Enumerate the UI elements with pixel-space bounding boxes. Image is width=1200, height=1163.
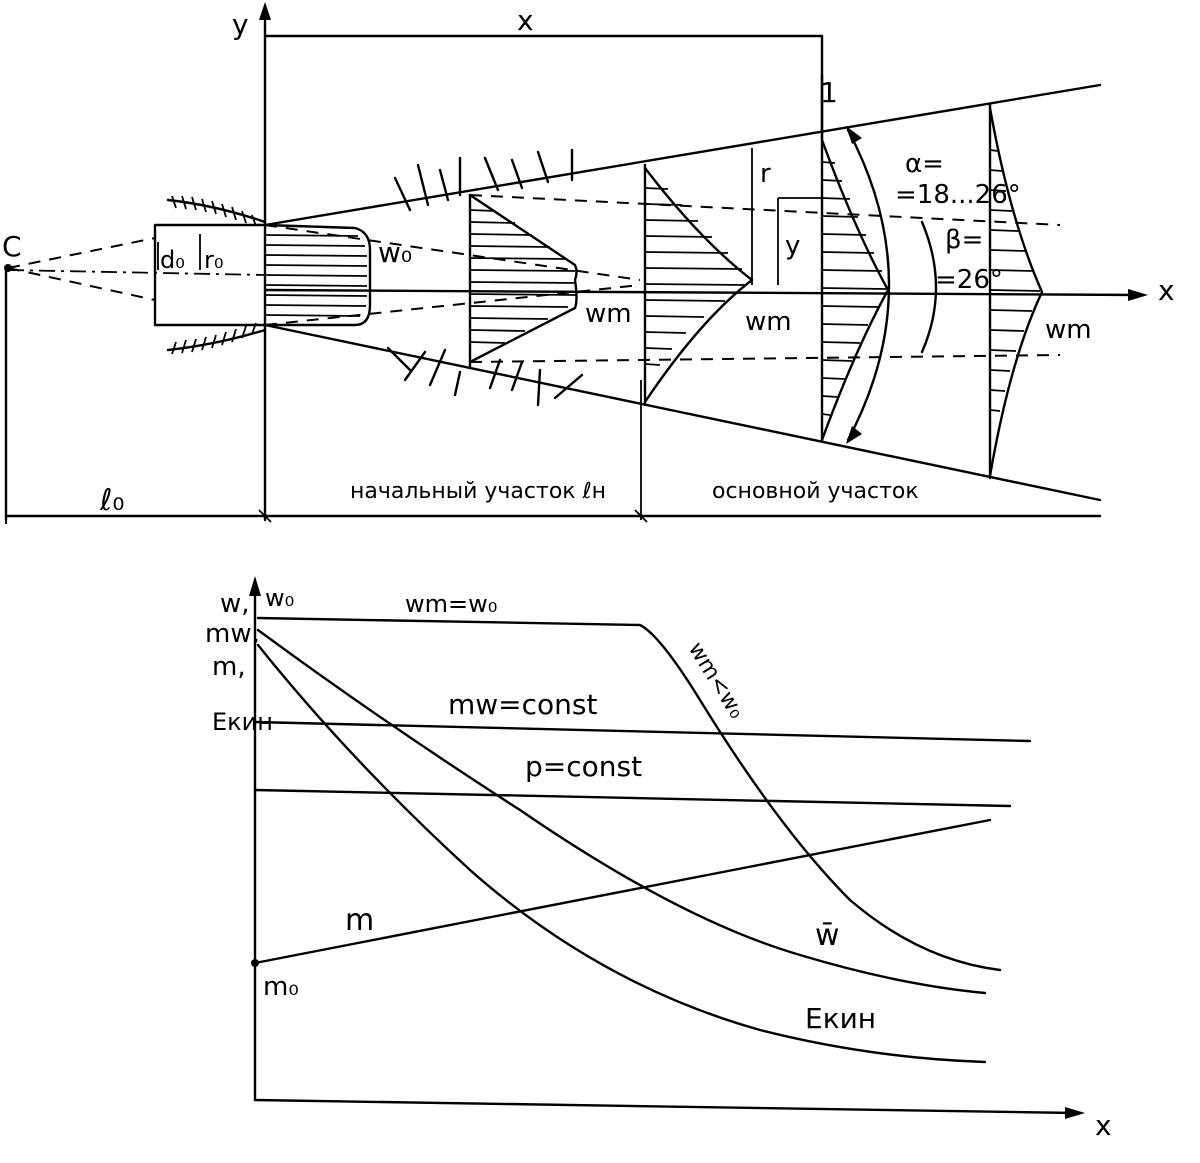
initial-section-label: начальный участок ℓн <box>350 479 606 504</box>
velocity-profile-2 <box>468 193 578 370</box>
bottom-x-axis-arrow <box>1065 1107 1085 1119</box>
label-p-const: p=const <box>525 750 642 783</box>
label-w-bar: w̄ <box>815 918 840 953</box>
nozzle-outline <box>153 223 267 327</box>
label-E-kin: Eкин <box>805 1002 876 1035</box>
velocity-profile-5 <box>988 103 1044 480</box>
alpha-arc-arrow-top <box>846 126 862 144</box>
half-width-upper <box>469 194 1061 226</box>
wm-label-1: wm <box>585 299 632 329</box>
curve-E-kin <box>256 643 987 1064</box>
y-dim-label: y <box>785 231 800 261</box>
top-y-axis-arrow <box>259 2 271 20</box>
entrainment-arrows-lower <box>386 346 584 407</box>
nozzle-hatch-lower <box>171 322 257 355</box>
d0-label: d₀ <box>160 246 185 274</box>
velocity-profile-4 <box>820 138 890 442</box>
top-x-axis-label: x <box>1158 274 1175 307</box>
pole-line-lower <box>7 267 156 301</box>
alpha-arc-arrow-bottom <box>846 426 862 444</box>
bottom-x-axis <box>253 1098 1077 1115</box>
centerline <box>7 269 266 276</box>
label-m: m <box>345 903 374 938</box>
wm-label-3: wm <box>1045 315 1092 345</box>
velocity-profile-3 <box>643 163 754 407</box>
nozzle-hatch-upper <box>171 195 257 227</box>
yaxis-label-w: w, <box>220 589 250 619</box>
main-section-label: основной участок <box>712 479 919 504</box>
dimension-x-label: x <box>517 4 534 37</box>
top-y-axis-label: y <box>232 8 249 41</box>
curve-p-const <box>253 788 1012 808</box>
wm-label-2: wm <box>745 307 792 337</box>
label-mw-const: mw=const <box>448 688 597 721</box>
jet-structure-diagram: y x C x <box>2 2 1175 524</box>
r-label: r <box>760 159 771 189</box>
jet-boundary-upper <box>263 83 1102 227</box>
w0-axis-label: w₀ <box>265 584 294 612</box>
velocity-profile-initial <box>263 223 372 327</box>
alpha-label-1: α= <box>905 149 944 179</box>
bottom-y-axis-arrow <box>249 576 261 596</box>
alpha-label-2: =18...26° <box>895 180 1021 210</box>
label-wm-lt-w0: wm<w₀ <box>683 638 749 723</box>
pole-label: C <box>2 230 22 263</box>
section-1-label: 1 <box>820 76 838 109</box>
alpha-arc <box>846 128 891 442</box>
top-x-axis <box>263 288 1142 297</box>
core-upper <box>264 224 641 281</box>
yaxis-label-mw: mw, <box>205 619 260 649</box>
nozzle-wall-lower <box>166 328 267 352</box>
entrainment-arrows-upper <box>393 148 574 212</box>
beta-arc <box>920 220 938 354</box>
half-width-lower <box>469 354 1061 363</box>
parameter-curves-diagram: x w, mw, m, Eкин w₀ wm=w₀ wm<w₀ mw=const… <box>205 576 1112 1142</box>
jet-boundary-lower <box>263 323 1102 502</box>
r0-label: r₀ <box>204 246 224 274</box>
curve-mw-const <box>253 720 1032 743</box>
curve-wm <box>256 616 1002 972</box>
w0-label: w₀ <box>378 236 412 269</box>
curve-w-bar <box>256 628 987 995</box>
pole-line-upper <box>7 237 156 269</box>
label-wm-eq-w0: wm=w₀ <box>405 590 497 618</box>
yaxis-label-m: m, <box>212 652 246 682</box>
bottom-x-axis-label: x <box>1095 1109 1112 1142</box>
l0-label: ℓ₀ <box>99 483 124 518</box>
label-m0: m₀ <box>263 972 299 1002</box>
m0-point <box>251 959 259 967</box>
top-x-axis-arrow <box>1128 289 1148 301</box>
curve-m <box>253 818 992 965</box>
nozzle-wall-upper <box>166 198 267 224</box>
beta-label-1: β= <box>945 225 983 255</box>
tick-l0-end <box>258 509 272 523</box>
